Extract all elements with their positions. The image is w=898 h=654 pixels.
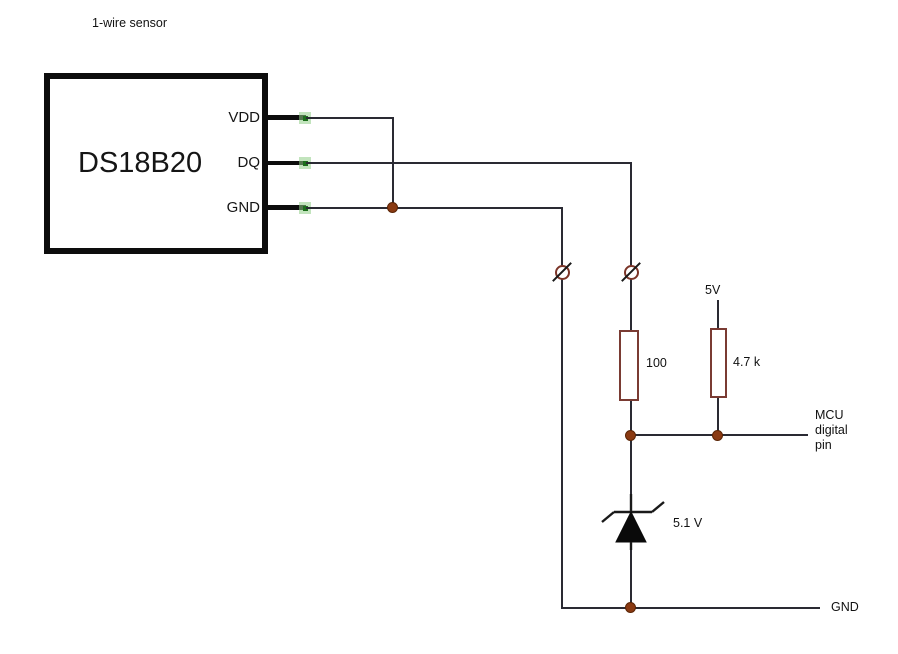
wire-junction-to-zener	[630, 435, 632, 512]
wire-vdd-horizontal	[306, 117, 393, 119]
connection-handle-icon	[303, 206, 308, 211]
pin-stub-gnd	[268, 205, 306, 210]
zener-value-label: 5.1 V	[673, 516, 703, 530]
pin-label-gnd: GND	[226, 199, 260, 216]
junction-dot-mcu-right	[712, 430, 723, 441]
junction-dot-vdd-gnd	[387, 202, 398, 213]
junction-dot-mcu-left	[625, 430, 636, 441]
series-resistor-body	[619, 330, 639, 401]
pin-label-dq: DQ	[237, 154, 261, 171]
wire-gnd-horizontal	[306, 207, 562, 209]
pin-stub-dq	[268, 161, 306, 165]
wire-dq-horizontal	[306, 162, 631, 164]
diagram-title: 1-wire sensor	[92, 16, 168, 30]
mcu-pin-label: MCU digital pin	[815, 408, 848, 452]
wire-pullup-to-5v	[717, 300, 719, 328]
pullup-resistor-value: 4.7 k	[733, 355, 761, 369]
pullup-resistor-body	[710, 328, 727, 398]
connection-handle-icon	[303, 116, 308, 121]
connection-handle-icon	[303, 161, 308, 166]
wire-r100-to-junction	[630, 401, 632, 436]
supply-5v-label: 5V	[705, 283, 721, 297]
pin-stub-vdd	[268, 115, 306, 120]
junction-dot-ground	[625, 602, 636, 613]
wire-dq-vertical	[630, 162, 632, 330]
wire-zener-to-ground	[630, 542, 632, 608]
sensor-ic-box	[44, 73, 268, 254]
pin-label-vdd: VDD	[228, 109, 260, 126]
wire-gnd-left-vertical	[561, 207, 563, 609]
sensor-ic-name: DS18B20	[78, 147, 203, 179]
wire-ground-rail	[561, 607, 820, 609]
series-resistor-value: 100	[646, 356, 667, 370]
ground-label: GND	[831, 600, 859, 614]
wire-pullup-bottom	[717, 398, 719, 435]
zener-diode-icon	[601, 494, 665, 550]
